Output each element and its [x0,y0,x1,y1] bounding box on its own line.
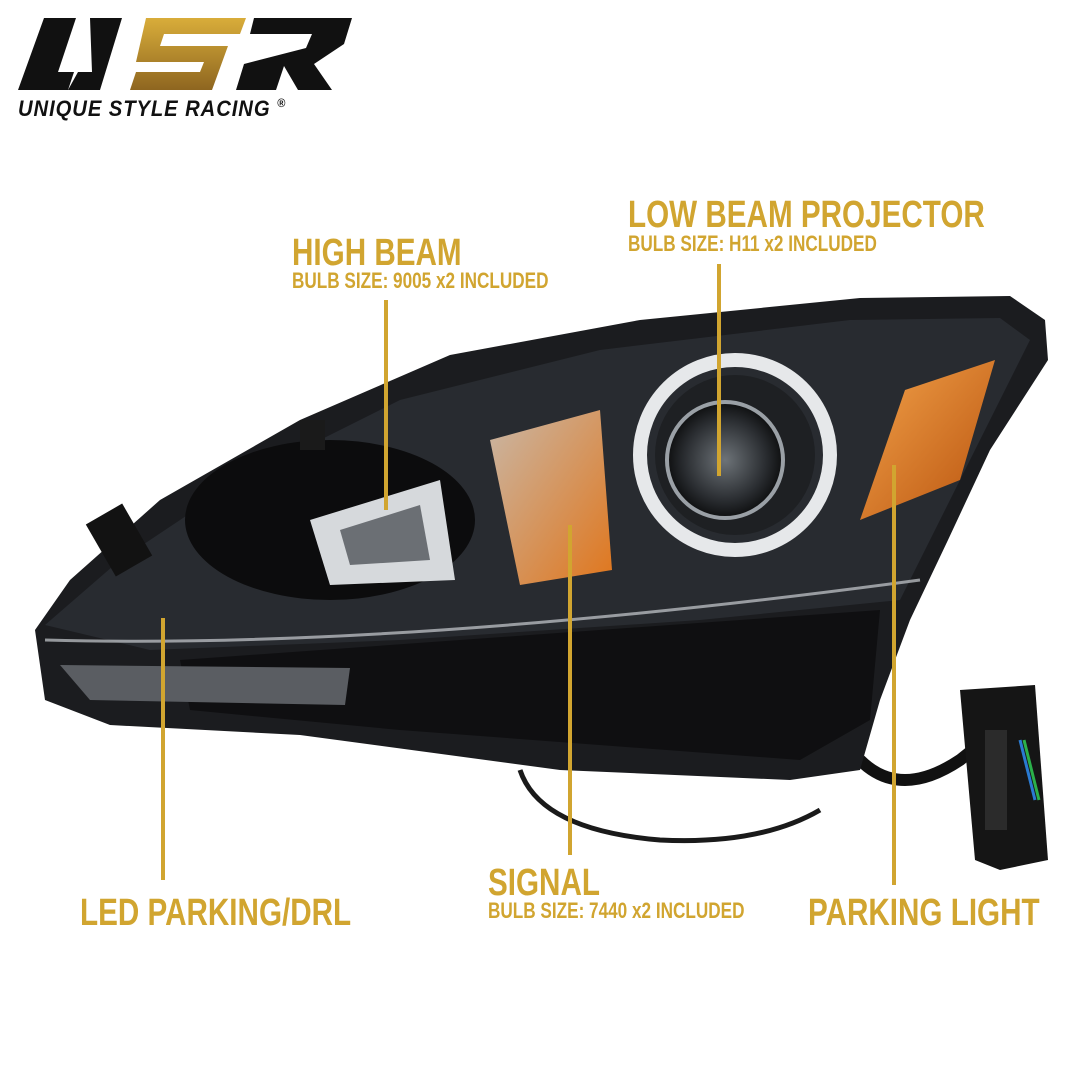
parking-light-title: PARKING LIGHT [808,892,1040,934]
wire-harness [855,715,1014,786]
high-beam-title: HIGH BEAM [292,232,462,274]
projector-lens [665,400,785,520]
high-beam-pointer [384,300,388,510]
signal-title: SIGNAL [488,862,600,904]
logo-wordmark: UNIQUE STYLE RACING ® [18,96,286,122]
registered-mark: ® [277,96,287,110]
high-beam-subtitle: BULB SIZE: 9005 x2 INCLUDED [292,268,549,293]
usr-logo-mark [18,18,352,90]
projector-ring [633,353,837,557]
led-drl-title: LED PARKING/DRL [80,892,352,934]
drl-pointer [161,618,165,880]
low-beam-pointer [717,264,721,476]
low-beam-title: LOW BEAM PROJECTOR [628,194,985,236]
led-drl-strip [60,665,350,705]
parking-pointer [892,465,896,885]
low-beam-subtitle: BULB SIZE: H11 x2 INCLUDED [628,231,877,256]
signal-subtitle: BULB SIZE: 7440 x2 INCLUDED [488,898,745,923]
signal-pointer [568,525,572,855]
logo-text: UNIQUE STYLE RACING [18,96,271,121]
signal-lamp [490,410,612,585]
